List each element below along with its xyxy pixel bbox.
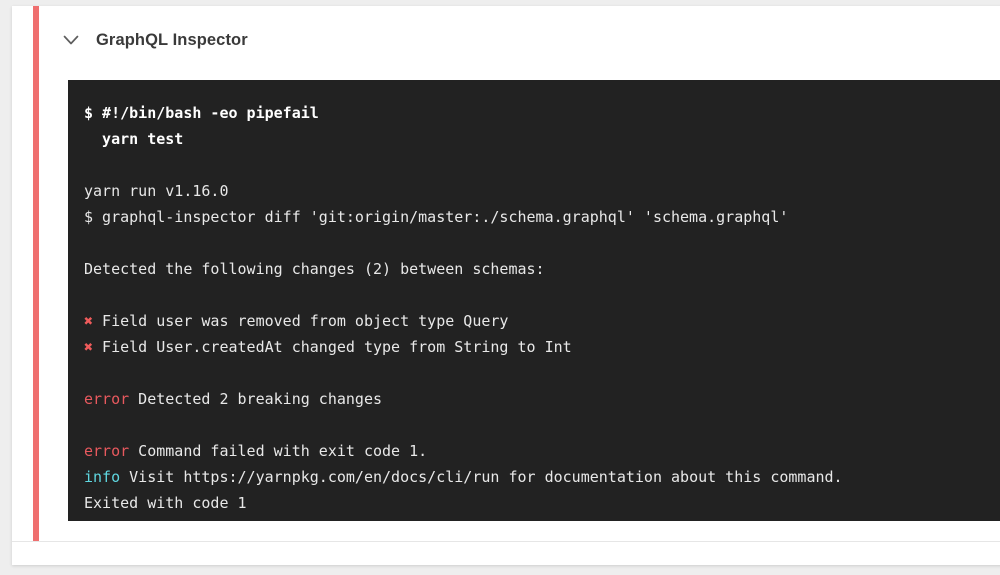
terminal-change-text: Field user was removed from object type … xyxy=(93,312,509,330)
error-cross-icon: ✖ xyxy=(84,338,94,356)
error-label: error xyxy=(84,390,130,408)
terminal-line: ✖ Field user was removed from object typ… xyxy=(84,308,1000,334)
terminal-line xyxy=(84,152,1000,178)
terminal-line xyxy=(84,360,1000,386)
terminal-message-text: Command failed with exit code 1. xyxy=(129,442,428,460)
build-status-bar xyxy=(33,6,39,541)
terminal-line: info Visit https://yarnpkg.com/en/docs/c… xyxy=(84,464,1000,490)
chevron-down-icon[interactable] xyxy=(58,27,84,53)
terminal-line: $ graphql-inspector diff 'git:origin/mas… xyxy=(84,204,1000,230)
card-divider xyxy=(12,541,1000,542)
terminal-change-text: Field User.createdAt changed type from S… xyxy=(93,338,572,356)
info-label: info xyxy=(84,468,121,486)
terminal-line: ✖ Field User.createdAt changed type from… xyxy=(84,334,1000,360)
terminal-line: Exited with code 1 xyxy=(84,490,1000,516)
terminal-plain-text: yarn run v1.16.0 xyxy=(84,182,229,200)
terminal-lines: $ #!/bin/bash -eo pipefail yarn test yar… xyxy=(68,100,1000,516)
card-footer xyxy=(12,542,1000,565)
terminal-command-text: $ #!/bin/bash -eo pipefail xyxy=(84,104,319,122)
terminal-line: Detected the following changes (2) betwe… xyxy=(84,256,1000,282)
error-cross-icon: ✖ xyxy=(84,312,94,330)
terminal-plain-text: Exited with code 1 xyxy=(84,494,247,512)
page-background-strip xyxy=(0,0,1000,6)
terminal-output[interactable]: $ #!/bin/bash -eo pipefail yarn test yar… xyxy=(68,80,1000,521)
terminal-plain-text: Detected the following changes (2) betwe… xyxy=(84,260,545,278)
terminal-plain-text: $ graphql-inspector diff 'git:origin/mas… xyxy=(84,208,789,226)
log-step-title: GraphQL Inspector xyxy=(96,30,248,49)
terminal-line: error Detected 2 breaking changes xyxy=(84,386,1000,412)
terminal-line: $ #!/bin/bash -eo pipefail xyxy=(84,100,1000,126)
terminal-line: yarn test xyxy=(84,126,1000,152)
terminal-command-text: yarn test xyxy=(84,130,184,148)
build-log-card: GraphQL Inspector $ #!/bin/bash -eo pipe… xyxy=(12,6,1000,565)
error-label: error xyxy=(84,442,130,460)
terminal-line xyxy=(84,230,1000,256)
terminal-line: error Command failed with exit code 1. xyxy=(84,438,1000,464)
terminal-message-text: Visit https://yarnpkg.com/en/docs/cli/ru… xyxy=(120,468,843,486)
terminal-line xyxy=(84,412,1000,438)
terminal-line xyxy=(84,282,1000,308)
log-header[interactable]: GraphQL Inspector xyxy=(58,20,248,60)
terminal-message-text: Detected 2 breaking changes xyxy=(129,390,383,408)
terminal-line: yarn run v1.16.0 xyxy=(84,178,1000,204)
